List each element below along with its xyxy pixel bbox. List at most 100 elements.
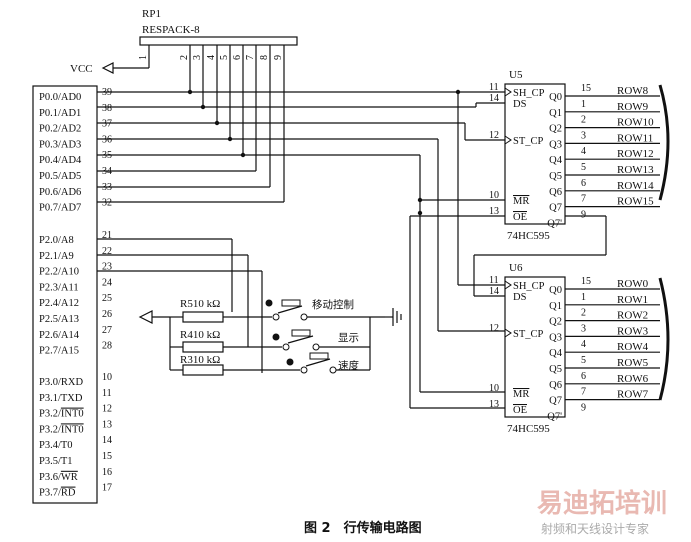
mcu-pin-number: 13 bbox=[102, 419, 112, 430]
u6-left-pin-number: 11 bbox=[489, 275, 499, 286]
u5-right-pin: Q1 bbox=[549, 108, 562, 119]
u6-right-pin: Q0 bbox=[549, 285, 562, 296]
u5-row-label: ROW11 bbox=[617, 132, 653, 144]
vcc-label: VCC bbox=[70, 63, 93, 75]
mcu-pin-label: P2.5/A13 bbox=[39, 314, 79, 325]
mcu-pin-label: P2.4/A12 bbox=[39, 298, 79, 309]
mcu-pin-number: 26 bbox=[102, 309, 112, 320]
u5-row-label: ROW10 bbox=[617, 117, 654, 129]
u6-right-pin-number: 3 bbox=[581, 323, 586, 334]
mcu-pin-label: P0.4/AD4 bbox=[39, 155, 82, 166]
switch-display-label: 显示 bbox=[338, 332, 359, 344]
watermark-logo: 易迪拓培训 射频和天线设计专家 bbox=[537, 489, 667, 536]
u6-right-pin-number: 7 bbox=[581, 387, 586, 398]
u6-right-pin: Q1 bbox=[549, 301, 562, 312]
rp1-ref: RP1 bbox=[142, 8, 161, 20]
mcu-pin-label: P2.0/A8 bbox=[39, 235, 74, 246]
mcu-pin-number: 25 bbox=[102, 293, 112, 304]
u6-right-pin: Q4 bbox=[549, 348, 563, 359]
u5-right-pin: Q6 bbox=[549, 187, 562, 198]
u5-right-pin-number: 3 bbox=[581, 130, 586, 141]
u6-left-pin: DS bbox=[513, 292, 527, 303]
u5-right-pin-number: 2 bbox=[581, 115, 586, 126]
wires-p0-bus bbox=[97, 45, 607, 409]
r4-label: R410 kΩ bbox=[180, 329, 220, 341]
mcu-pin-label: P2.6/A14 bbox=[39, 330, 80, 341]
mcu-pin-label: P0.0/AD0 bbox=[39, 92, 81, 103]
mcu-pin-number: 24 bbox=[102, 277, 112, 288]
u6-row-label: ROW4 bbox=[617, 341, 649, 353]
u6-right-pin: Q3 bbox=[549, 332, 562, 343]
u5-right-pin-number: 9 bbox=[581, 209, 586, 220]
u6-row-label: ROW1 bbox=[617, 294, 648, 306]
mcu-pin-label: P0.3/AD3 bbox=[39, 139, 81, 150]
u5-left-pin: SH_CP bbox=[513, 88, 545, 99]
u5-right-pin: Q7' bbox=[547, 218, 562, 229]
u5-right-pin: Q3 bbox=[549, 139, 562, 150]
u5-left-pin: DS bbox=[513, 99, 527, 110]
mcu-pin-number: 10 bbox=[102, 372, 112, 383]
u5-body bbox=[504, 83, 566, 225]
mcu-pin-number: 12 bbox=[102, 404, 112, 415]
watermark-main: 易迪拓培训 bbox=[537, 489, 667, 519]
resistor-r3 bbox=[182, 364, 224, 376]
mcu-pin-number: 15 bbox=[102, 451, 112, 462]
vcc-arrow-icon bbox=[101, 62, 114, 74]
switch-move-label: 移动控制 bbox=[312, 298, 354, 311]
mcu-pin-label: P0.6/AD6 bbox=[39, 187, 81, 198]
rp1-part: RESPACK-8 bbox=[142, 24, 200, 36]
mcu-pin-label: P2.1/A9 bbox=[39, 251, 74, 262]
u6-ref: U6 bbox=[509, 262, 523, 274]
u6-left-pin: ST_CP bbox=[513, 329, 544, 340]
u5-right-pin: Q0 bbox=[549, 92, 562, 103]
u6-right-pin-number: 4 bbox=[581, 339, 586, 350]
u6-left-pin: MR bbox=[513, 389, 529, 400]
u6-right-pin-number: 2 bbox=[581, 308, 586, 319]
mcu-pin-number: 22 bbox=[102, 246, 112, 257]
rp1-pin-number: 4 bbox=[206, 55, 217, 60]
rp1-pin-number: 1 bbox=[138, 55, 149, 60]
u5-left-pin-number: 10 bbox=[489, 190, 499, 201]
u5-row-label: ROW14 bbox=[617, 180, 654, 192]
rp1-pin-number: 6 bbox=[232, 55, 243, 60]
u6-left-pin: SH_CP bbox=[513, 281, 545, 292]
rp1-pin-number: 3 bbox=[192, 55, 203, 60]
u5-right-pin: Q4 bbox=[549, 155, 563, 166]
u6-right-pin: Q7 bbox=[549, 396, 562, 407]
rp1-pin-number: 8 bbox=[259, 55, 270, 60]
resistor-r5 bbox=[182, 311, 224, 323]
mcu-pin-label: P2.7/A15 bbox=[39, 346, 79, 357]
u6-row-label: ROW2 bbox=[617, 310, 648, 322]
u6-right-pin-number: 1 bbox=[581, 292, 586, 303]
u6-left-pin-number: 13 bbox=[489, 399, 499, 410]
u6-left-pin-number: 10 bbox=[489, 383, 499, 394]
mcu-pin-label: P2.3/A11 bbox=[39, 282, 79, 293]
mcu-pin-label: P3.1/TXD bbox=[39, 393, 83, 404]
u5-right-pin: Q7 bbox=[549, 203, 562, 214]
mcu-pin-number: 14 bbox=[102, 435, 112, 446]
mcu-pin-label: P2.2/A10 bbox=[39, 267, 79, 278]
watermark-sub: 射频和天线设计专家 bbox=[541, 521, 649, 536]
mcu-pin-number: 38 bbox=[102, 103, 112, 114]
u5-right-pin: Q2 bbox=[549, 124, 562, 135]
mcu-pin-label: P3.4/T0 bbox=[39, 440, 73, 451]
mcu-pin-number: 17 bbox=[102, 483, 112, 494]
u5-left-pin: MR bbox=[513, 196, 529, 207]
u5-left-pin-number: 12 bbox=[489, 130, 499, 141]
switch-3-icon bbox=[286, 358, 294, 366]
mcu-pin-number: 35 bbox=[102, 150, 112, 161]
mcu-pin-label: P0.1/AD1 bbox=[39, 108, 81, 119]
figure-caption: 图 2 行传输电路图 bbox=[304, 520, 422, 536]
u5-row-label: ROW13 bbox=[617, 164, 654, 176]
control-switches: R510 kΩ R410 kΩ R310 kΩ 移动控制 显示 速度 bbox=[97, 238, 402, 376]
u6-row-label: ROW7 bbox=[617, 389, 649, 401]
u5-part: 74HC595 bbox=[507, 230, 550, 242]
mcu-pin-number: 36 bbox=[102, 134, 112, 145]
u6-right-pin-number: 5 bbox=[581, 355, 586, 366]
u5-row-label: ROW15 bbox=[617, 196, 654, 208]
